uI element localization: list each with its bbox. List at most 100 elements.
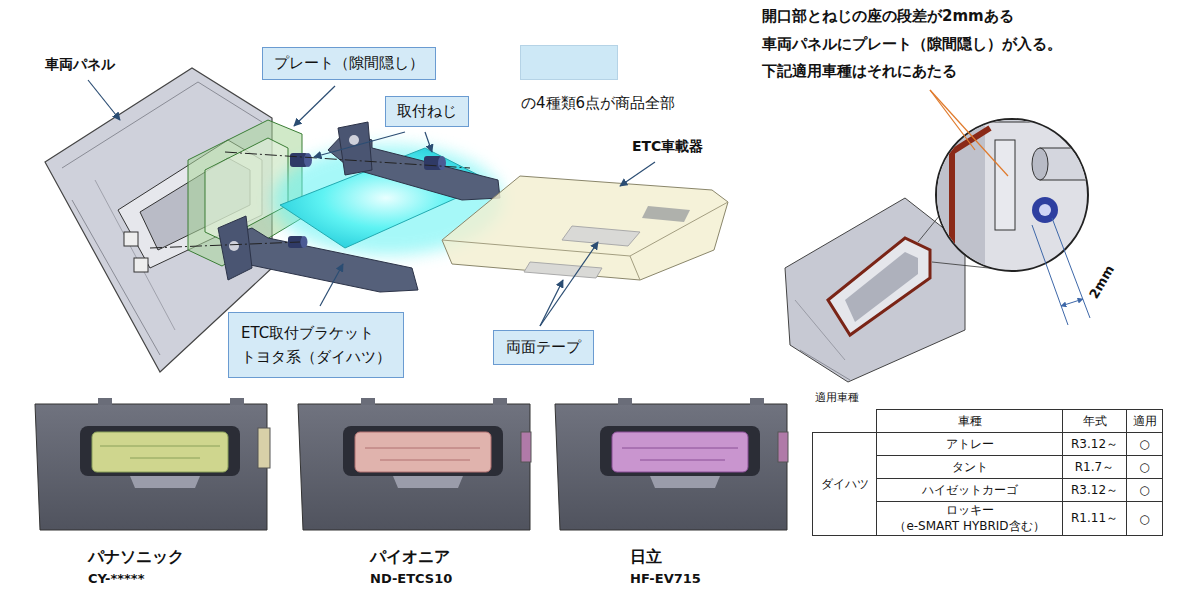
detail-view [936, 110, 1095, 290]
label-text: 取付ねじ [397, 101, 457, 121]
fit-table: 車種年式適用 ダイハツアトレーR3.12～○ タントR1.7～○ ハイゼットカー… [813, 410, 1163, 536]
mounted-panel [343, 426, 503, 476]
table-cell-text: ロッキー [881, 503, 1058, 519]
leader-line [540, 280, 563, 326]
screw [288, 153, 446, 248]
mounted-panel [130, 458, 200, 459]
detail-view [785, 90, 1095, 382]
screw [301, 236, 308, 248]
detail-view [800, 350, 850, 380]
vehicle-panel [134, 258, 148, 272]
leader-line [540, 242, 598, 326]
mounted-panel [640, 460, 725, 461]
leader-line [314, 132, 405, 157]
mounted-panel [650, 476, 720, 488]
table-header: 適用 [1127, 410, 1163, 433]
center-line [225, 152, 470, 168]
mounted-panel [600, 426, 760, 476]
table-cell: ○ [1127, 456, 1163, 479]
label-text: ETC取付ブラケット [241, 321, 391, 345]
fit-table: 車種年式適用 [813, 410, 1163, 433]
mounted-panel [618, 398, 632, 405]
mounted-panel [555, 404, 787, 530]
table-cell: R3.12～ [1063, 479, 1127, 502]
part-label: 車両パネル [45, 56, 115, 74]
etc-bracket [218, 122, 503, 292]
detail-view [845, 252, 918, 322]
mounted-panel [130, 476, 200, 488]
fit-table: 車種年式適用 ダイハツアトレーR3.12～○ タントR1.7～○ ハイゼットカー… [812, 409, 1163, 536]
mounted-panel [98, 398, 112, 405]
detail-view [828, 238, 930, 335]
table-header: 車種 [877, 410, 1063, 433]
detail-view [995, 140, 1015, 230]
mounted-panel [80, 426, 240, 476]
leader-line [88, 80, 655, 326]
detail-view [930, 90, 975, 150]
detail-view [918, 215, 940, 242]
leader-line [320, 264, 343, 306]
center-line [150, 242, 300, 248]
label-text: 両面テープ [506, 337, 581, 357]
fit-table: ダイハツアトレーR3.12～○ [813, 433, 1163, 456]
etc-unit [442, 176, 728, 280]
table-cell: R1.11～ [1063, 502, 1127, 536]
table-cell: アトレー [877, 433, 1063, 456]
detail-view [1039, 204, 1051, 216]
maker-name: パナソニック [88, 547, 184, 567]
label-text: トヨタ系（ダイハツ） [241, 345, 391, 369]
table-title: 適用車種 [815, 391, 859, 405]
legend-text: の4種類6点が商品全部 [521, 94, 675, 113]
note-text: 車両パネルにプレート（隙間隠し）が入る。 [762, 35, 1062, 54]
etc-unit [630, 256, 640, 280]
etc-bracket [349, 135, 359, 145]
maker-name: 日立 [630, 547, 662, 567]
mounted-panel [521, 432, 531, 462]
mounted-panel [493, 398, 507, 405]
detail-view [1032, 225, 1068, 325]
table-cell: ○ [1127, 433, 1163, 456]
mounted-panel [380, 460, 470, 461]
legend-swatch [520, 45, 618, 80]
dimension-label: 2mm [1086, 262, 1118, 301]
note-text: 開口部とねじの座の段差が2mmある [762, 7, 1014, 26]
table-cell: ハイゼットカーゴ [877, 479, 1063, 502]
label-box: プレート（隙間隠し） [262, 47, 436, 80]
detail-view [1032, 148, 1048, 180]
table-cell-text: （e-SMART HYBRID含む） [881, 519, 1058, 535]
part-label: ETC車載器 [632, 138, 703, 156]
table-cell: R1.7～ [1063, 456, 1127, 479]
etc-unit [442, 176, 728, 280]
label-box: 両面テープ [493, 330, 594, 365]
detail-view [1061, 299, 1083, 306]
mounted-panel [612, 432, 748, 472]
model-number: ND-ETCS10 [370, 571, 452, 587]
mounted-panel [750, 398, 764, 405]
label-text: プレート（隙間隠し） [274, 53, 424, 73]
model-number: CY-***** [88, 571, 144, 587]
note-text: 下記適用車種はそれにあたる [762, 62, 957, 81]
table-cell: ○ [1127, 479, 1163, 502]
screw [304, 153, 312, 167]
label-box: 取付ねじ [385, 96, 469, 127]
screw [438, 156, 446, 170]
etc-unit [562, 226, 640, 246]
mounted-panel [35, 404, 267, 530]
mounted-panel [365, 448, 480, 449]
mounted-panel [258, 428, 270, 468]
label-box: ETC取付ブラケットトヨタ系（ダイハツ） [228, 312, 404, 378]
table-cell: ○ [1127, 502, 1163, 536]
etc-bracket [229, 241, 239, 251]
mounted-panel [355, 432, 491, 472]
mounted-panel [622, 448, 738, 449]
leader-line [425, 132, 432, 152]
vehicle-panel [124, 232, 138, 246]
table-cell: ロッキー（e-SMART HYBRID含む） [877, 502, 1063, 536]
detail-view [785, 198, 965, 382]
table-cell: タント [877, 456, 1063, 479]
detail-view [990, 110, 1060, 122]
table-cell: R3.12～ [1063, 433, 1127, 456]
mounted-panel [230, 398, 244, 405]
detail-view [952, 128, 990, 290]
mounted-panel [92, 432, 228, 472]
